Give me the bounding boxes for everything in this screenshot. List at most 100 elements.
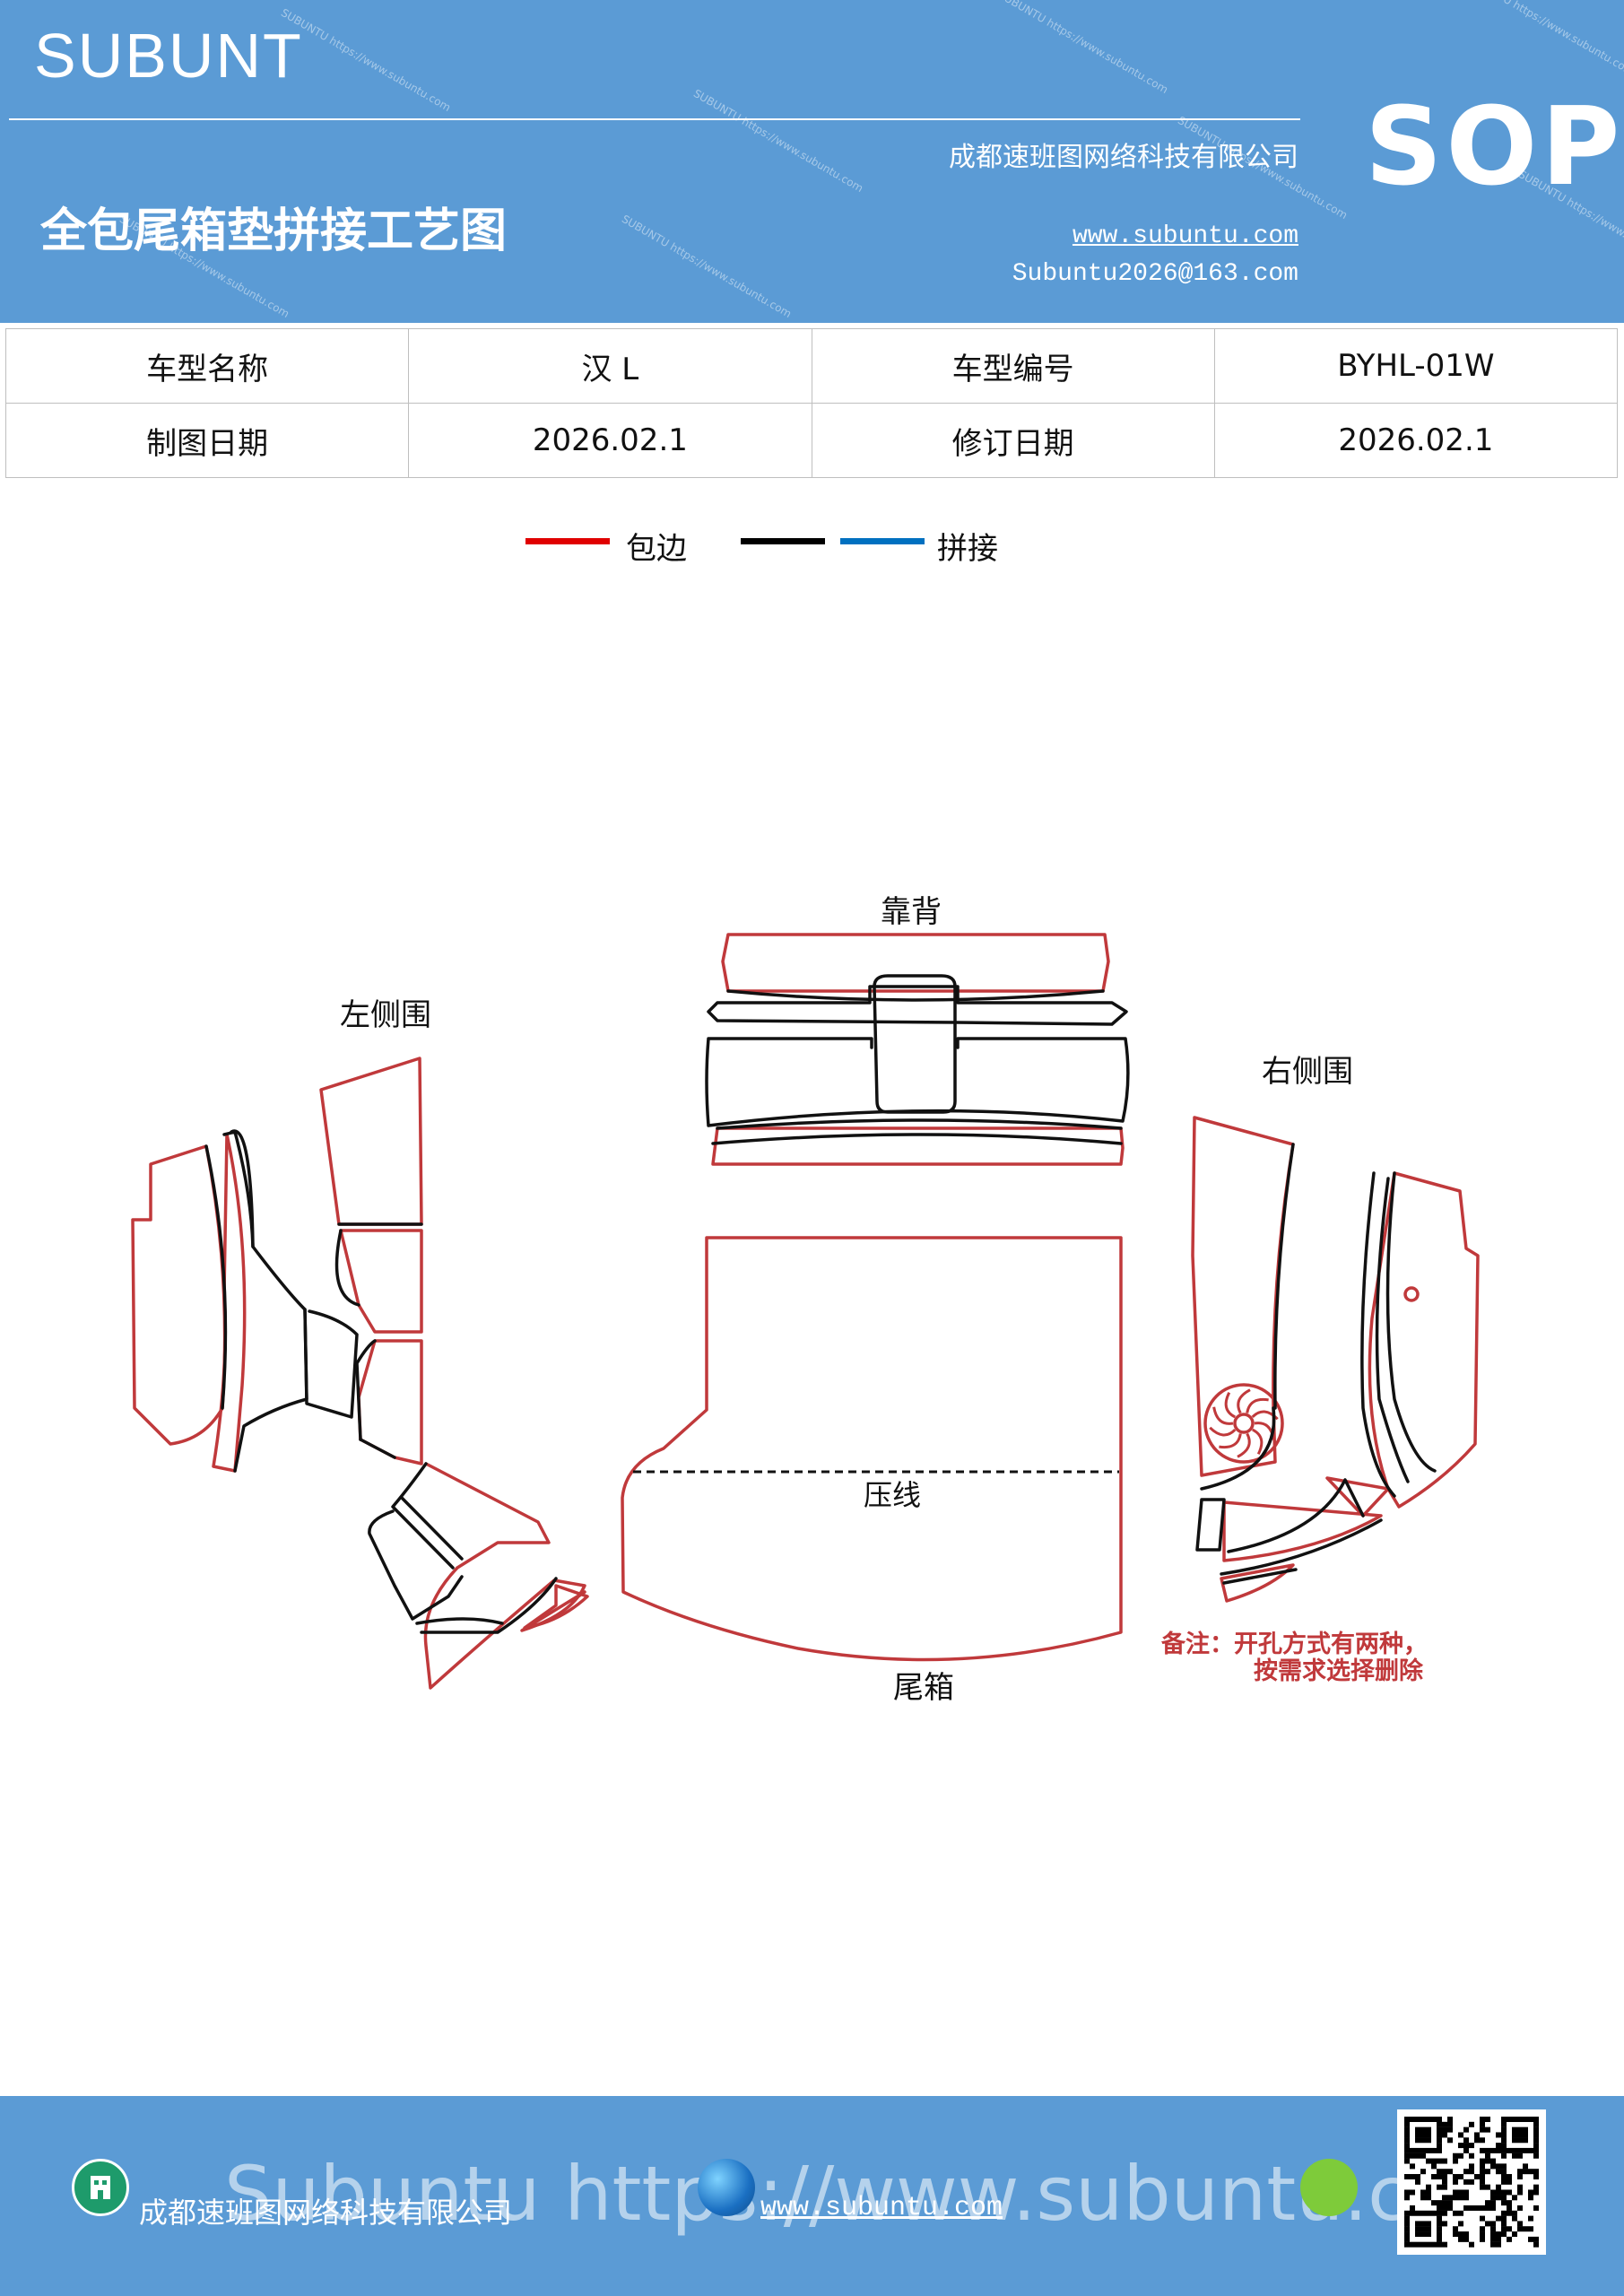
- globe-icon: [698, 2159, 755, 2216]
- backrest-bottom-panel: [711, 1126, 1125, 1166]
- qr-module: [1442, 2184, 1447, 2190]
- qr-module: [1431, 2117, 1437, 2122]
- qr-module: [1463, 2169, 1469, 2175]
- qr-module: [1528, 2236, 1533, 2242]
- qr-module: [1501, 2163, 1507, 2170]
- qr-module: [1442, 2126, 1447, 2133]
- table-cell: 2026.02.1: [408, 403, 812, 478]
- qr-module: [1490, 2200, 1496, 2206]
- qr-module: [1533, 2132, 1539, 2138]
- qr-module: [1453, 2210, 1458, 2216]
- qr-module: [1501, 2117, 1507, 2122]
- table-cell: 2026.02.1: [1213, 403, 1619, 478]
- qr-module: [1501, 2174, 1507, 2180]
- qr-module: [1517, 2221, 1523, 2227]
- qr-module: [1517, 2184, 1523, 2190]
- seam-line: [400, 1496, 464, 1561]
- qr-module: [1420, 2231, 1426, 2238]
- qr-module: [1512, 2117, 1517, 2122]
- qr-module: [1490, 2231, 1496, 2238]
- qr-module: [1437, 2215, 1442, 2222]
- qr-module: [1501, 2152, 1507, 2159]
- qr-module: [1404, 2152, 1410, 2159]
- vent-blade: [1237, 1388, 1251, 1414]
- footer-website-link[interactable]: www.subuntu.com: [760, 2193, 1003, 2223]
- qr-module: [1437, 2174, 1442, 2180]
- qr-module: [1533, 2236, 1539, 2242]
- qr-module: [1480, 2163, 1485, 2170]
- qr-module: [1507, 2200, 1512, 2206]
- qr-module: [1442, 2158, 1447, 2164]
- qr-module: [1426, 2184, 1431, 2190]
- qr-module: [1415, 2152, 1420, 2159]
- qr-module: [1501, 2137, 1507, 2144]
- qr-module: [1469, 2241, 1474, 2248]
- seam-line: [873, 974, 957, 1114]
- brand-name: SUBUNT: [34, 21, 303, 91]
- legend-swatch-seam: [840, 538, 925, 544]
- qr-module: [1512, 2210, 1517, 2216]
- qr-module: [1442, 2221, 1447, 2227]
- qr-module: [1458, 2231, 1463, 2238]
- qr-module: [1485, 2147, 1490, 2153]
- qr-module: [1420, 2152, 1426, 2159]
- qr-module: [1480, 2158, 1485, 2164]
- header-banner: SUBUNTU https://www.subuntu.com SUBUNTU …: [0, 0, 1624, 323]
- seam-line: [355, 1339, 377, 1441]
- qr-module: [1442, 2179, 1447, 2185]
- qr-module: [1490, 2221, 1496, 2227]
- qr-module: [1426, 2210, 1431, 2216]
- qr-module: [1485, 2221, 1490, 2227]
- qr-module: [1501, 2147, 1507, 2153]
- qr-module: [1507, 2210, 1512, 2216]
- qr-module: [1410, 2174, 1415, 2180]
- legend-label-binding: 包边: [626, 531, 687, 567]
- qr-module: [1404, 2158, 1410, 2164]
- qr-module: [1485, 2152, 1490, 2159]
- qr-module: [1426, 2158, 1431, 2164]
- qr-module: [1426, 2147, 1431, 2153]
- qr-module: [1404, 2221, 1410, 2227]
- qr-module: [1533, 2189, 1539, 2196]
- qr-module: [1426, 2117, 1431, 2122]
- website-link[interactable]: www.subuntu.com: [1072, 222, 1298, 250]
- vent-cutout-hub: [1233, 1413, 1255, 1434]
- qr-module: [1410, 2117, 1415, 2122]
- qr-module: [1463, 2195, 1469, 2201]
- qr-module: [1480, 2117, 1485, 2122]
- qr-module: [1415, 2126, 1420, 2133]
- vent-blade: [1219, 1433, 1242, 1449]
- qr-module: [1431, 2147, 1437, 2153]
- qr-module: [1496, 2169, 1501, 2175]
- qr-module: [1426, 2132, 1431, 2138]
- qr-module: [1480, 2184, 1485, 2190]
- qr-module: [1480, 2147, 1485, 2153]
- qr-module: [1410, 2152, 1415, 2159]
- left-side-strip: [212, 1133, 247, 1473]
- qr-module: [1528, 2169, 1533, 2175]
- qr-module: [1533, 2137, 1539, 2144]
- vent-cutout-marker: [1203, 1383, 1284, 1464]
- qr-module: [1437, 2126, 1442, 2133]
- contact-email[interactable]: Subuntu2026@163.com: [1012, 260, 1298, 288]
- vent-blades: [1209, 1388, 1279, 1458]
- qr-module: [1415, 2231, 1420, 2238]
- qr-module: [1507, 2174, 1512, 2180]
- qr-module: [1496, 2184, 1501, 2190]
- qr-module: [1496, 2147, 1501, 2153]
- legend-swatch-binding: [525, 538, 610, 544]
- qr-module: [1469, 2152, 1474, 2159]
- qr-module: [1480, 2231, 1485, 2238]
- qr-module: [1458, 2221, 1463, 2227]
- legend-label-seam: 拼接: [937, 531, 998, 567]
- qr-module: [1501, 2200, 1507, 2206]
- qr-module: [1437, 2184, 1442, 2190]
- seam-line-group: [204, 974, 1437, 1634]
- qr-module: [1404, 2226, 1410, 2232]
- qr-module: [1447, 2137, 1453, 2144]
- qr-module: [1528, 2195, 1533, 2201]
- qr-module: [1501, 2189, 1507, 2196]
- qr-module: [1485, 2158, 1490, 2164]
- qr-module: [1533, 2184, 1539, 2190]
